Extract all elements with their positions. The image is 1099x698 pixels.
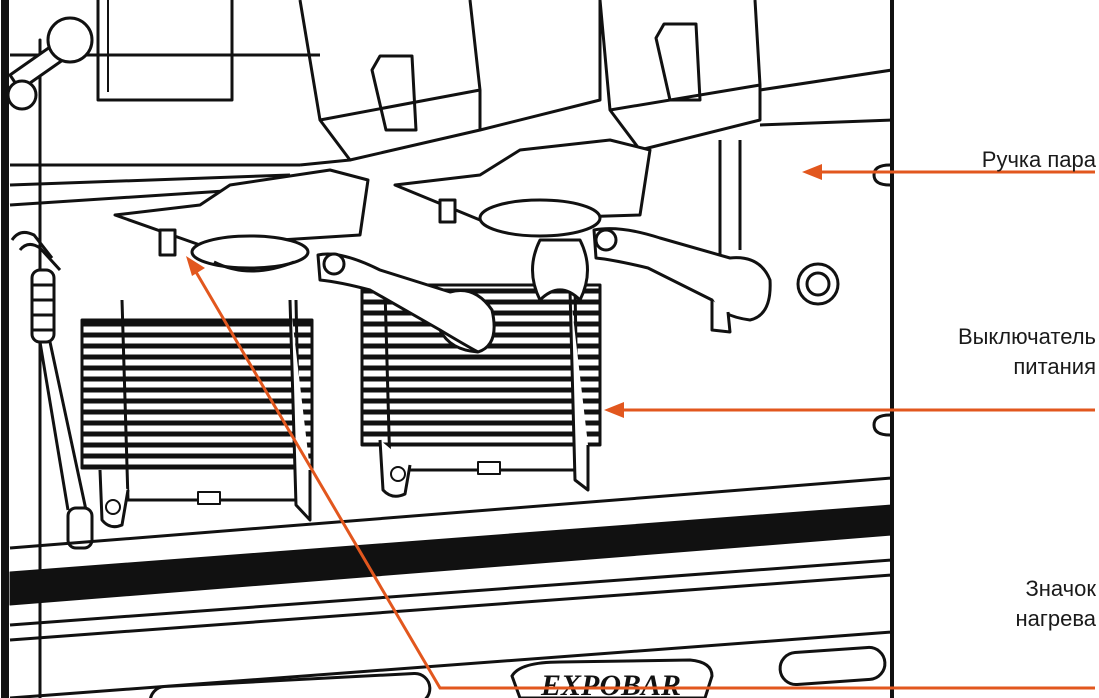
steam-wand [10, 230, 94, 550]
label-power-switch: Выключатель питания [958, 322, 1096, 382]
callout-leaders [186, 164, 1095, 690]
label-steam-handle-line1: Ручка пара [981, 147, 1096, 172]
right-panel [796, 163, 891, 437]
arrowhead-power-switch [604, 402, 624, 418]
label-power-switch-line1: Выключатель [957, 324, 1096, 349]
arrowhead-heat-icon [186, 256, 205, 276]
brand-plate: EXPOBAR [510, 658, 714, 698]
steam-arm [6, 16, 94, 111]
leader-heat-icon [194, 271, 1095, 690]
label-heat-icon-line1: Значок [1025, 576, 1096, 601]
label-heat-icon-line2: нагрева [1015, 606, 1096, 631]
brand-logo: EXPOBAR [540, 669, 681, 698]
right-drip-area [360, 138, 652, 498]
arrowhead-steam-handle [802, 164, 822, 180]
label-heat-icon: Значок нагрева [1015, 574, 1096, 634]
drip-tray [9, 476, 893, 698]
label-steam-handle: Ручка пара [982, 145, 1096, 175]
label-power-switch-line2: питания [1013, 354, 1096, 379]
portafilter-handles [316, 227, 772, 354]
left-drip-area [80, 168, 370, 529]
